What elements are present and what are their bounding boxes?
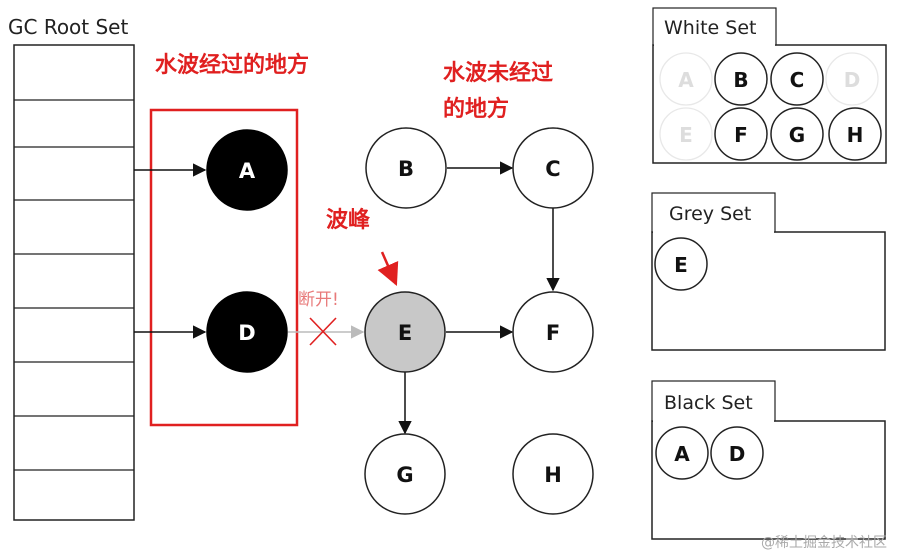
node-f-label: F (546, 321, 560, 345)
node-a: A (206, 129, 288, 211)
watermark: @稀土掘金技术社区 (761, 535, 887, 551)
white-set-item-e: E (679, 123, 693, 147)
node-h-label: H (544, 463, 562, 487)
wave-crest-label: 波峰 (326, 208, 371, 233)
white-set-item-c: C (790, 68, 805, 92)
node-g: G (364, 433, 446, 515)
broken-label: 断开! (298, 290, 339, 310)
node-d-label: D (238, 321, 255, 345)
node-b: B (365, 127, 447, 209)
grey-set-panel: Grey Set E (651, 192, 886, 351)
black-set-title: Black Set (664, 392, 753, 414)
node-h: H (512, 433, 594, 515)
wave-not-passed-label-line1: 水波未经过 (443, 61, 554, 86)
white-set-panel: White Set A B C D E F G H (652, 7, 887, 164)
node-f: F (512, 291, 594, 373)
wave-passed-label: 水波经过的地方 (155, 53, 310, 78)
wave-passed-region (149, 108, 299, 427)
node-c-label: C (545, 157, 560, 181)
node-g-label: G (396, 463, 413, 487)
broken-x-mark-2 (309, 317, 337, 346)
black-set-panel: Black Set A D (651, 380, 886, 540)
gc-root-set-title: GC Root Set (8, 15, 129, 39)
grey-set-item-e: E (674, 253, 688, 277)
gc-root-set-column (13, 44, 135, 521)
node-d: D (206, 291, 288, 373)
black-set-item-d: D (729, 442, 746, 466)
black-set-item-a: A (674, 442, 690, 466)
node-e: E (364, 291, 446, 373)
white-set-item-g: G (789, 123, 805, 147)
white-set-item-h: H (847, 123, 864, 147)
node-c: C (512, 127, 594, 209)
wave-not-passed-label-line2: 的地方 (443, 97, 510, 122)
white-set-item-a: A (678, 68, 694, 92)
node-a-label: A (239, 159, 256, 183)
node-b-label: B (398, 157, 414, 181)
white-set-item-b: B (733, 68, 748, 92)
wave-crest-arrow (377, 251, 399, 287)
white-set-item-d: D (844, 68, 861, 92)
grey-set-title: Grey Set (669, 203, 751, 225)
white-set-item-f: F (734, 123, 748, 147)
node-e-label: E (398, 321, 412, 345)
white-set-title: White Set (664, 17, 757, 39)
